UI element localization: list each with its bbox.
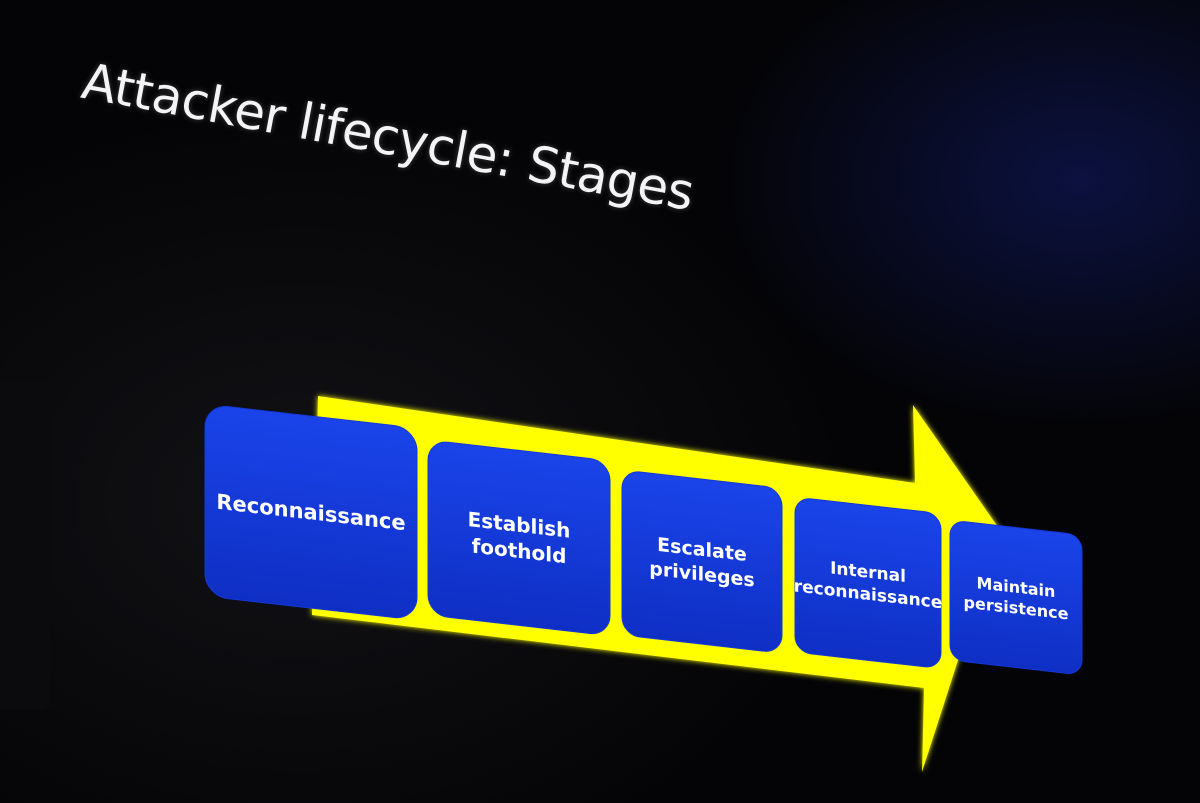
- stage-box-shape: [204, 405, 418, 619]
- stage-box: Reconnaissance: [204, 405, 418, 619]
- stage-box-shape: [621, 471, 783, 652]
- stage-box-shape: [427, 441, 611, 635]
- screen-bezel: [0, 380, 50, 710]
- stage-box-shape: [794, 498, 942, 668]
- stage-box-shape: [949, 521, 1083, 674]
